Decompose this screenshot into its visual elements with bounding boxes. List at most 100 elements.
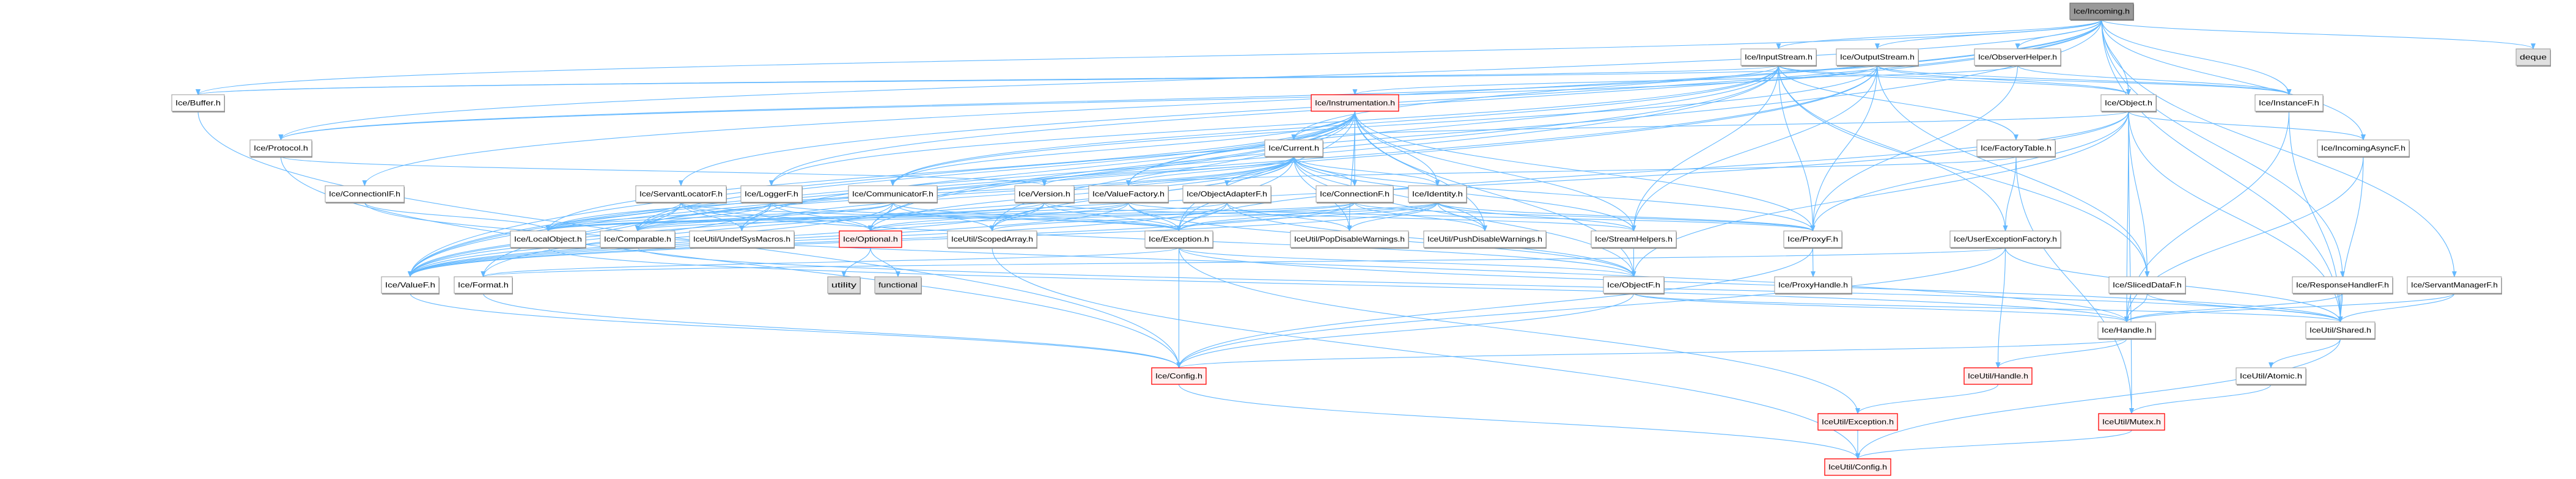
edge-ice-objectadapterf-h-to-iceutil-popdisablewarnings-h <box>1226 202 1352 232</box>
node-ice-incoming-h[interactable]: Ice/Incoming.h <box>2069 2 2134 21</box>
edge-ice-loggerf-h-to-ice-valuef-h <box>408 202 772 277</box>
node-ice-servantlocatorf-h[interactable]: Ice/ServantLocatorF.h <box>635 185 727 203</box>
node-ice-loggerf-h[interactable]: Ice/LoggerF.h <box>740 185 803 203</box>
node-utility: utility <box>827 276 861 294</box>
node-iceutil-scopedarray-h[interactable]: IceUtil/ScopedArray.h <box>947 230 1037 249</box>
node-ice-servantmanagerf-h[interactable]: Ice/ServantManagerF.h <box>2407 276 2502 294</box>
node-label: Ice/Comparable.h <box>604 235 671 244</box>
edge-ice-exception-h-to-ice-objectf-h <box>1178 247 1636 277</box>
node-ice-instancef-h[interactable]: Ice/InstanceF.h <box>2254 94 2324 112</box>
edge-ice-connectionf-h-to-ice-exception-h <box>1176 202 1355 232</box>
node-iceutil-handle-h[interactable]: IceUtil/Handle.h <box>1963 367 2033 385</box>
node-ice-version-h[interactable]: Ice/Version.h <box>1014 185 1075 203</box>
node-ice-comparable-h[interactable]: Ice/Comparable.h <box>600 230 675 249</box>
node-box <box>874 276 922 294</box>
node-ice-connectionif-h[interactable]: Ice/ConnectionIF.h <box>325 185 405 203</box>
node-label: Ice/ResponseHandlerF.h <box>2296 281 2389 290</box>
node-box <box>1783 230 1842 248</box>
node-box <box>2098 413 2165 431</box>
edge-ice-outputstream-h-to-ice-streamhelpers-h <box>1631 65 1878 232</box>
edge-ice-valuefactory-h-to-ice-optional-h <box>868 202 1129 232</box>
node-box <box>2236 367 2306 385</box>
node-box <box>1963 367 2033 385</box>
node-box <box>2069 2 2134 20</box>
node-ice-valuefactory-h[interactable]: Ice/ValueFactory.h <box>1088 185 1169 203</box>
node-label: Ice/LocalObject.h <box>514 235 582 244</box>
node-label: Ice/SlicedDataF.h <box>2113 281 2182 290</box>
edge-ice-comparable-h-to-iceutil-shared-h <box>637 247 2343 323</box>
edge-ice-connectionf-h-to-ice-proxyf-h <box>1354 202 1816 232</box>
node-ice-valuef-h[interactable]: Ice/ValueF.h <box>381 276 440 294</box>
node-ice-connectionf-h[interactable]: Ice/ConnectionF.h <box>1316 185 1394 203</box>
node-iceutil-undefsysmacros-h[interactable]: IceUtil/UndefSysMacros.h <box>689 230 795 249</box>
node-iceutil-pushdisablewarnings-h[interactable]: IceUtil/PushDisableWarnings.h <box>1423 230 1547 249</box>
node-label: Ice/Handle.h <box>2102 326 2152 335</box>
edge-ice-servantlocatorf-h-to-iceutil-undefsysmacros-h <box>680 202 745 232</box>
node-ice-protocol-h[interactable]: Ice/Protocol.h <box>249 139 312 158</box>
node-ice-sliceddataf-h[interactable]: Ice/SlicedDataF.h <box>2108 276 2186 294</box>
node-ice-incomingasyncf-h[interactable]: Ice/IncomingAsyncF.h <box>2317 139 2410 158</box>
node-ice-objectadapterf-h[interactable]: Ice/ObjectAdapterF.h <box>1182 185 1271 203</box>
node-box <box>848 185 938 203</box>
node-label: Ice/StreamHelpers.h <box>1595 235 1673 244</box>
node-ice-observerhelper-h[interactable]: Ice/ObserverHelper.h <box>1974 48 2061 67</box>
node-ice-userexceptionfactory-h[interactable]: Ice/UserExceptionFactory.h <box>1949 230 2061 249</box>
node-box <box>2317 139 2410 157</box>
edge-ice-inputstream-h-to-ice-object-h <box>1778 65 2131 95</box>
node-ice-current-h[interactable]: Ice/Current.h <box>1264 139 1323 158</box>
edge-ice-servantmanagerf-h-to-iceutil-shared-h <box>2338 293 2455 323</box>
node-iceutil-mutex-h[interactable]: IceUtil/Mutex.h <box>2098 413 2165 431</box>
node-iceutil-config-h[interactable]: IceUtil/Config.h <box>1824 458 1891 476</box>
edge-ice-sliceddataf-h-to-iceutil-shared-h <box>2146 293 2343 323</box>
node-ice-proxyf-h[interactable]: Ice/ProxyF.h <box>1783 230 1842 249</box>
node-ice-responsehandlerf-h[interactable]: Ice/ResponseHandlerF.h <box>2292 276 2393 294</box>
node-label: Ice/LoggerF.h <box>745 190 798 199</box>
edge-ice-identity-h-to-ice-valuef-h <box>408 202 1438 277</box>
node-ice-exception-h[interactable]: Ice/Exception.h <box>1144 230 1213 249</box>
edge-ice-outputstream-h-to-ice-valuef-h <box>408 65 1878 277</box>
node-ice-optional-h[interactable]: Ice/Optional.h <box>839 230 902 248</box>
node-ice-instrumentation-h[interactable]: Ice/Instrumentation.h <box>1311 94 1399 112</box>
edge-ice-objectf-h-to-ice-config-h <box>1176 293 1635 368</box>
node-ice-communicatorf-h[interactable]: Ice/CommunicatorF.h <box>848 185 938 203</box>
node-ice-buffer-h[interactable]: Ice/Buffer.h <box>171 94 225 112</box>
node-ice-streamhelpers-h[interactable]: Ice/StreamHelpers.h <box>1591 230 1677 249</box>
node-ice-handle-h[interactable]: Ice/Handle.h <box>2097 321 2156 340</box>
node-label: Ice/ValueF.h <box>385 281 435 290</box>
node-ice-outputstream-h[interactable]: Ice/OutputStream.h <box>1836 48 1919 67</box>
node-ice-object-h[interactable]: Ice/Object.h <box>2100 94 2157 112</box>
edge-ice-servantmanagerf-h-to-ice-handle-h <box>2124 293 2455 323</box>
node-box <box>2097 321 2156 339</box>
edge-ice-config-h-to-iceutil-config-h <box>1178 384 1860 459</box>
node-label: Ice/ProxyHandle.h <box>1778 281 1848 290</box>
node-ice-factorytable-h[interactable]: Ice/FactoryTable.h <box>1976 139 2056 158</box>
edge-ice-valuefactory-h-to-ice-localobject-h <box>545 202 1129 232</box>
edge-ice-outputstream-h-to-ice-object-h <box>1877 65 2131 95</box>
node-ice-identity-h[interactable]: Ice/Identity.h <box>1408 185 1467 203</box>
node-box <box>947 230 1037 248</box>
node-iceutil-atomic-h[interactable]: IceUtil/Atomic.h <box>2236 367 2306 386</box>
node-ice-format-h[interactable]: Ice/Format.h <box>454 276 513 294</box>
edge-ice-outputstream-h-to-ice-communicatorf-h <box>890 65 1878 186</box>
node-ice-proxyhandle-h[interactable]: Ice/ProxyHandle.h <box>1774 276 1852 294</box>
edge-ice-servantlocatorf-h-to-ice-exception-h <box>680 202 1182 232</box>
edge-ice-inputstream-h-to-ice-sliceddataf-h <box>1778 65 2150 277</box>
node-iceutil-popdisablewarnings-h[interactable]: IceUtil/PopDisableWarnings.h <box>1290 230 1409 249</box>
node-ice-objectf-h[interactable]: Ice/ObjectF.h <box>1603 276 1665 294</box>
node-ice-localobject-h[interactable]: Ice/LocalObject.h <box>510 230 586 249</box>
node-label: Ice/OutputStream.h <box>1840 53 1915 62</box>
edge-iceutil-mutex-h-to-iceutil-config-h <box>1855 430 2132 459</box>
edge-ice-inputstream-h-to-ice-proxyf-h <box>1778 65 1816 232</box>
node-deque: deque <box>2515 48 2551 67</box>
node-iceutil-shared-h[interactable]: IceUtil/Shared.h <box>2305 321 2375 340</box>
node-box <box>1290 230 1409 248</box>
node-iceutil-exception-h[interactable]: IceUtil/Exception.h <box>1817 413 1898 431</box>
edge-ice-identity-h-to-ice-streamhelpers-h <box>1437 202 1636 232</box>
node-ice-inputstream-h[interactable]: Ice/InputStream.h <box>1740 48 1817 67</box>
node-ice-config-h[interactable]: Ice/Config.h <box>1151 367 1207 385</box>
edge-ice-loggerf-h-to-ice-optional-h <box>771 202 873 232</box>
edge-ice-valuefactory-h-to-ice-proxyf-h <box>1128 202 1816 232</box>
node-label: Ice/UserExceptionFactory.h <box>1954 235 2057 244</box>
node-label: Ice/Exception.h <box>1149 235 1209 244</box>
edge-ice-responsehandlerf-h-to-ice-handle-h <box>2124 293 2343 323</box>
